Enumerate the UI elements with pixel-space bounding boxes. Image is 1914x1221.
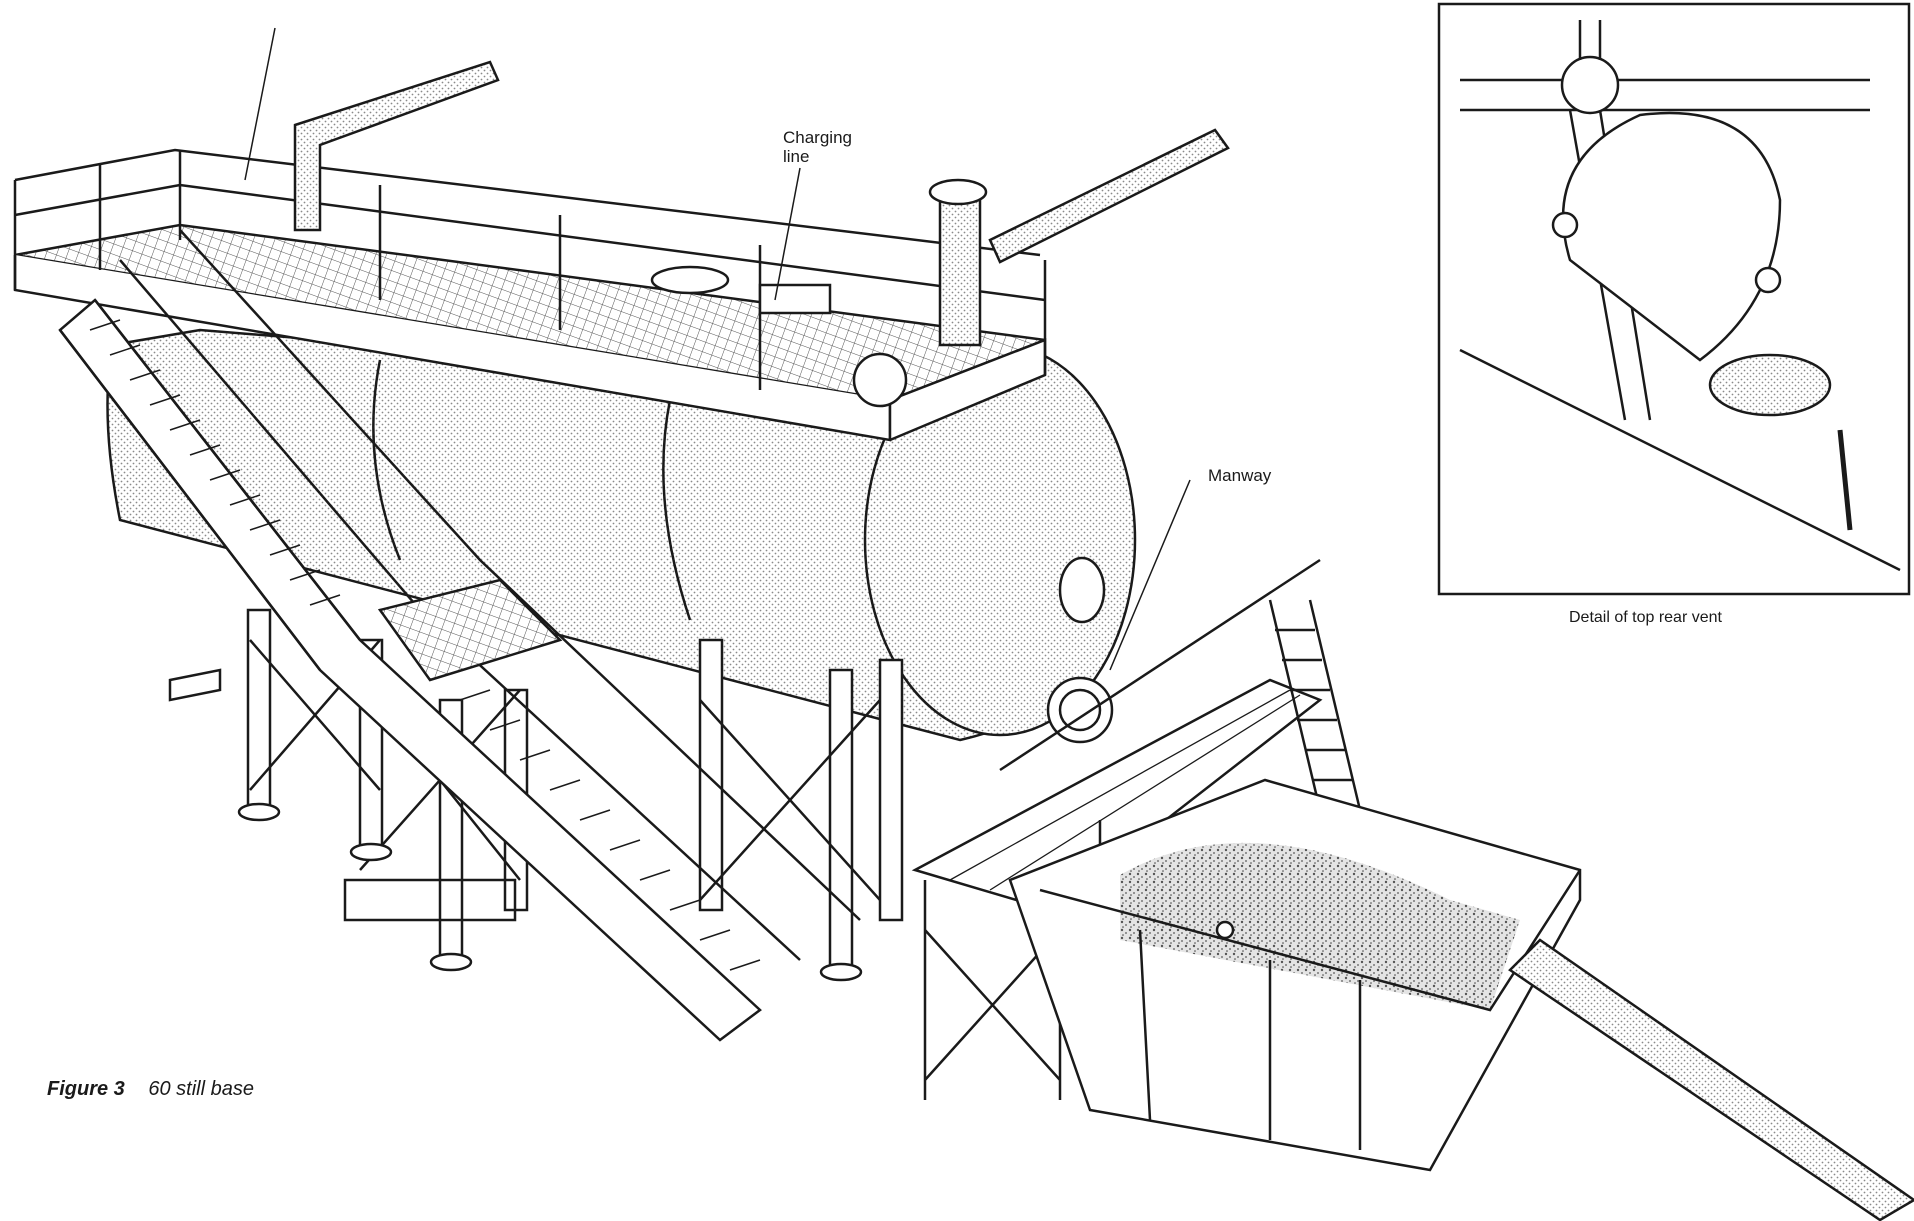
figure-number: Figure 3 bbox=[47, 1078, 125, 1100]
vent-pipes bbox=[293, 60, 1230, 408]
charging-line-label-line1: Charging bbox=[783, 128, 852, 147]
detail-inset bbox=[1437, 2, 1911, 596]
skip-icon bbox=[1008, 778, 1914, 1221]
figure-caption: Figure 3 60 still base bbox=[47, 1078, 254, 1101]
top-platform bbox=[13, 148, 1047, 442]
manway-label: Manway bbox=[1208, 466, 1272, 485]
ladder-icon bbox=[1268, 599, 1362, 811]
main-staircase bbox=[58, 229, 861, 1042]
charging-line-pipe bbox=[244, 27, 832, 315]
charging-line-label-line2: line bbox=[783, 147, 810, 166]
detail-caption: Detail of top rear vent bbox=[1569, 609, 1722, 626]
manway-flange bbox=[999, 479, 1321, 772]
figure-title: 60 still base bbox=[148, 1078, 254, 1100]
charging-line-label: Charging line bbox=[783, 128, 852, 166]
